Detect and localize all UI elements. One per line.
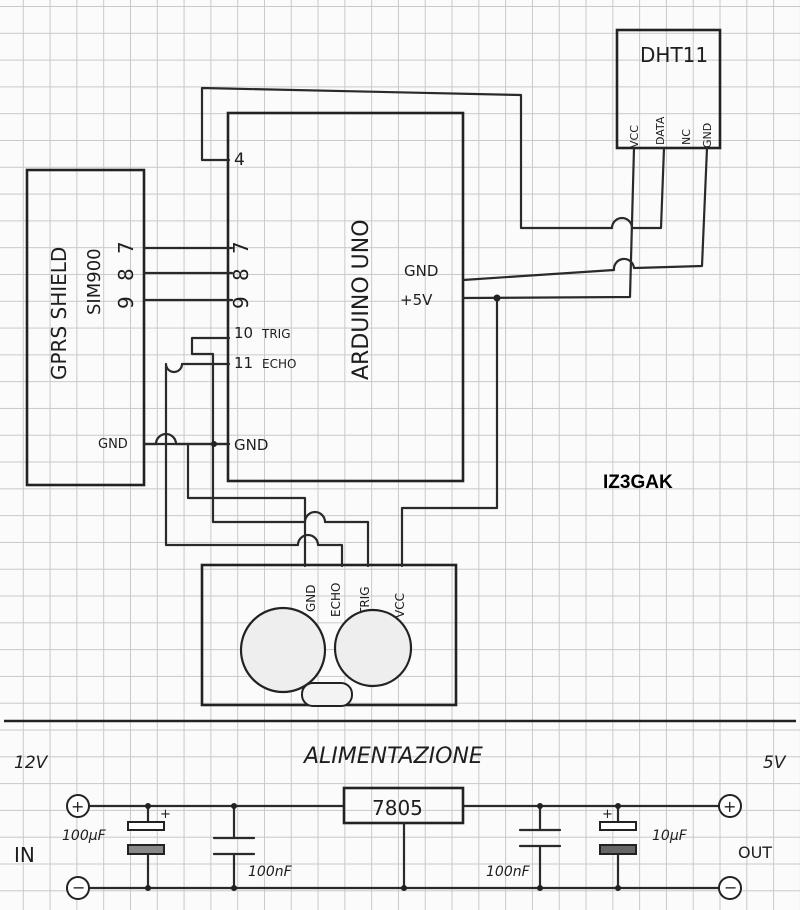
regulator-label: 7805 (372, 796, 423, 820)
arduino-pin-9: 9 (229, 296, 253, 309)
wires-sensor (142, 336, 370, 568)
capacitor-c1-100uf: + 100μF (62, 803, 171, 891)
power-supply-section: ALIMENTAZIONE 12V 5V IN OUT + − + − 7805… (4, 719, 796, 900)
crystal-oscillator (301, 682, 353, 707)
arduino-trig-label: TRIG (261, 327, 291, 341)
svg-text:+: + (602, 807, 613, 822)
output-voltage-label: 5V (763, 753, 787, 773)
output-minus-sign: − (724, 878, 737, 897)
transducer-left (239, 606, 327, 694)
dht11-pin-vcc: VCC (628, 125, 641, 148)
c1-value: 100μF (62, 828, 107, 844)
gprs-shield-box (25, 168, 146, 487)
input-label: IN (14, 843, 35, 867)
junction-5v (493, 294, 501, 302)
gprs-pin-7: 7 (114, 241, 138, 254)
arduino-title: ARDUINO UNO (349, 219, 374, 380)
arduino-pin-11: 11 (234, 354, 253, 372)
sensor-pin-trig: TRIG (358, 586, 372, 616)
c4-value: 10μF (652, 828, 688, 844)
arduino-pin-8: 8 (229, 268, 253, 281)
arduino-echo-label: ECHO (262, 357, 296, 371)
dht11-box (615, 28, 722, 150)
arduino-pin-10: 10 (234, 324, 253, 342)
wire-5v (400, 146, 636, 568)
input-voltage-label: 12V (14, 753, 49, 773)
arduino-gnd-right: GND (404, 262, 438, 280)
arduino-gnd-left: GND (234, 436, 268, 454)
c2-value: 100nF (248, 864, 293, 880)
wire-pin4-dht-data (200, 86, 666, 230)
output-plus-sign: + (723, 797, 736, 816)
wires-gprs-arduino (142, 246, 234, 446)
svg-text:+: + (160, 807, 171, 822)
input-plus-terminal (66, 794, 90, 818)
arduino-pin-7: 7 (229, 241, 253, 254)
output-minus-terminal (718, 876, 742, 900)
power-title: ALIMENTAZIONE (302, 744, 483, 769)
sensor-pin-gnd: GND (304, 584, 318, 612)
output-plus-terminal (718, 794, 742, 818)
capacitor-c2-100nf: 100nF (212, 803, 293, 891)
dht11-title: DHT11 (640, 43, 708, 67)
dht11-pin-nc: NC (680, 129, 693, 145)
input-plus-sign: + (71, 797, 84, 816)
output-label: OUT (738, 843, 772, 862)
gprs-shield: GPRS SHIELD SIM900 7 8 9 GND (25, 168, 146, 487)
callsign-label: IZ3GAK (603, 472, 673, 493)
sensor-pin-vcc: VCC (393, 593, 407, 618)
dht11-pin-gnd: GND (701, 123, 714, 148)
ultrasonic-sensor: GND ECHO TRIG VCC (200, 563, 458, 707)
sensor-pin-echo: ECHO (329, 583, 343, 617)
transducer-right (333, 608, 413, 688)
wire-gnd-dht (461, 146, 709, 282)
arduino-uno: ARDUINO UNO 4 7 8 9 10 TRIG 11 ECHO GND … (226, 111, 465, 483)
gprs-pin-8: 8 (114, 268, 138, 281)
dht11-pin-data: DATA (654, 116, 667, 145)
gprs-pin-9: 9 (114, 296, 138, 309)
c3-value: 100nF (486, 864, 531, 880)
input-minus-sign: − (72, 878, 85, 897)
arduino-5v-label: +5V (400, 291, 433, 309)
dht11-module: DHT11 VCC DATA NC GND (615, 28, 722, 150)
capacitor-c3-100nf: 100nF (486, 803, 562, 891)
gprs-shield-model: SIM900 (84, 248, 105, 315)
gprs-gnd-label: GND (98, 437, 128, 452)
arduino-pin-4: 4 (234, 150, 245, 170)
capacitor-c4-10uf: + 10μF (599, 803, 688, 891)
gprs-shield-title: GPRS SHIELD (47, 247, 71, 380)
input-minus-terminal (66, 876, 90, 900)
